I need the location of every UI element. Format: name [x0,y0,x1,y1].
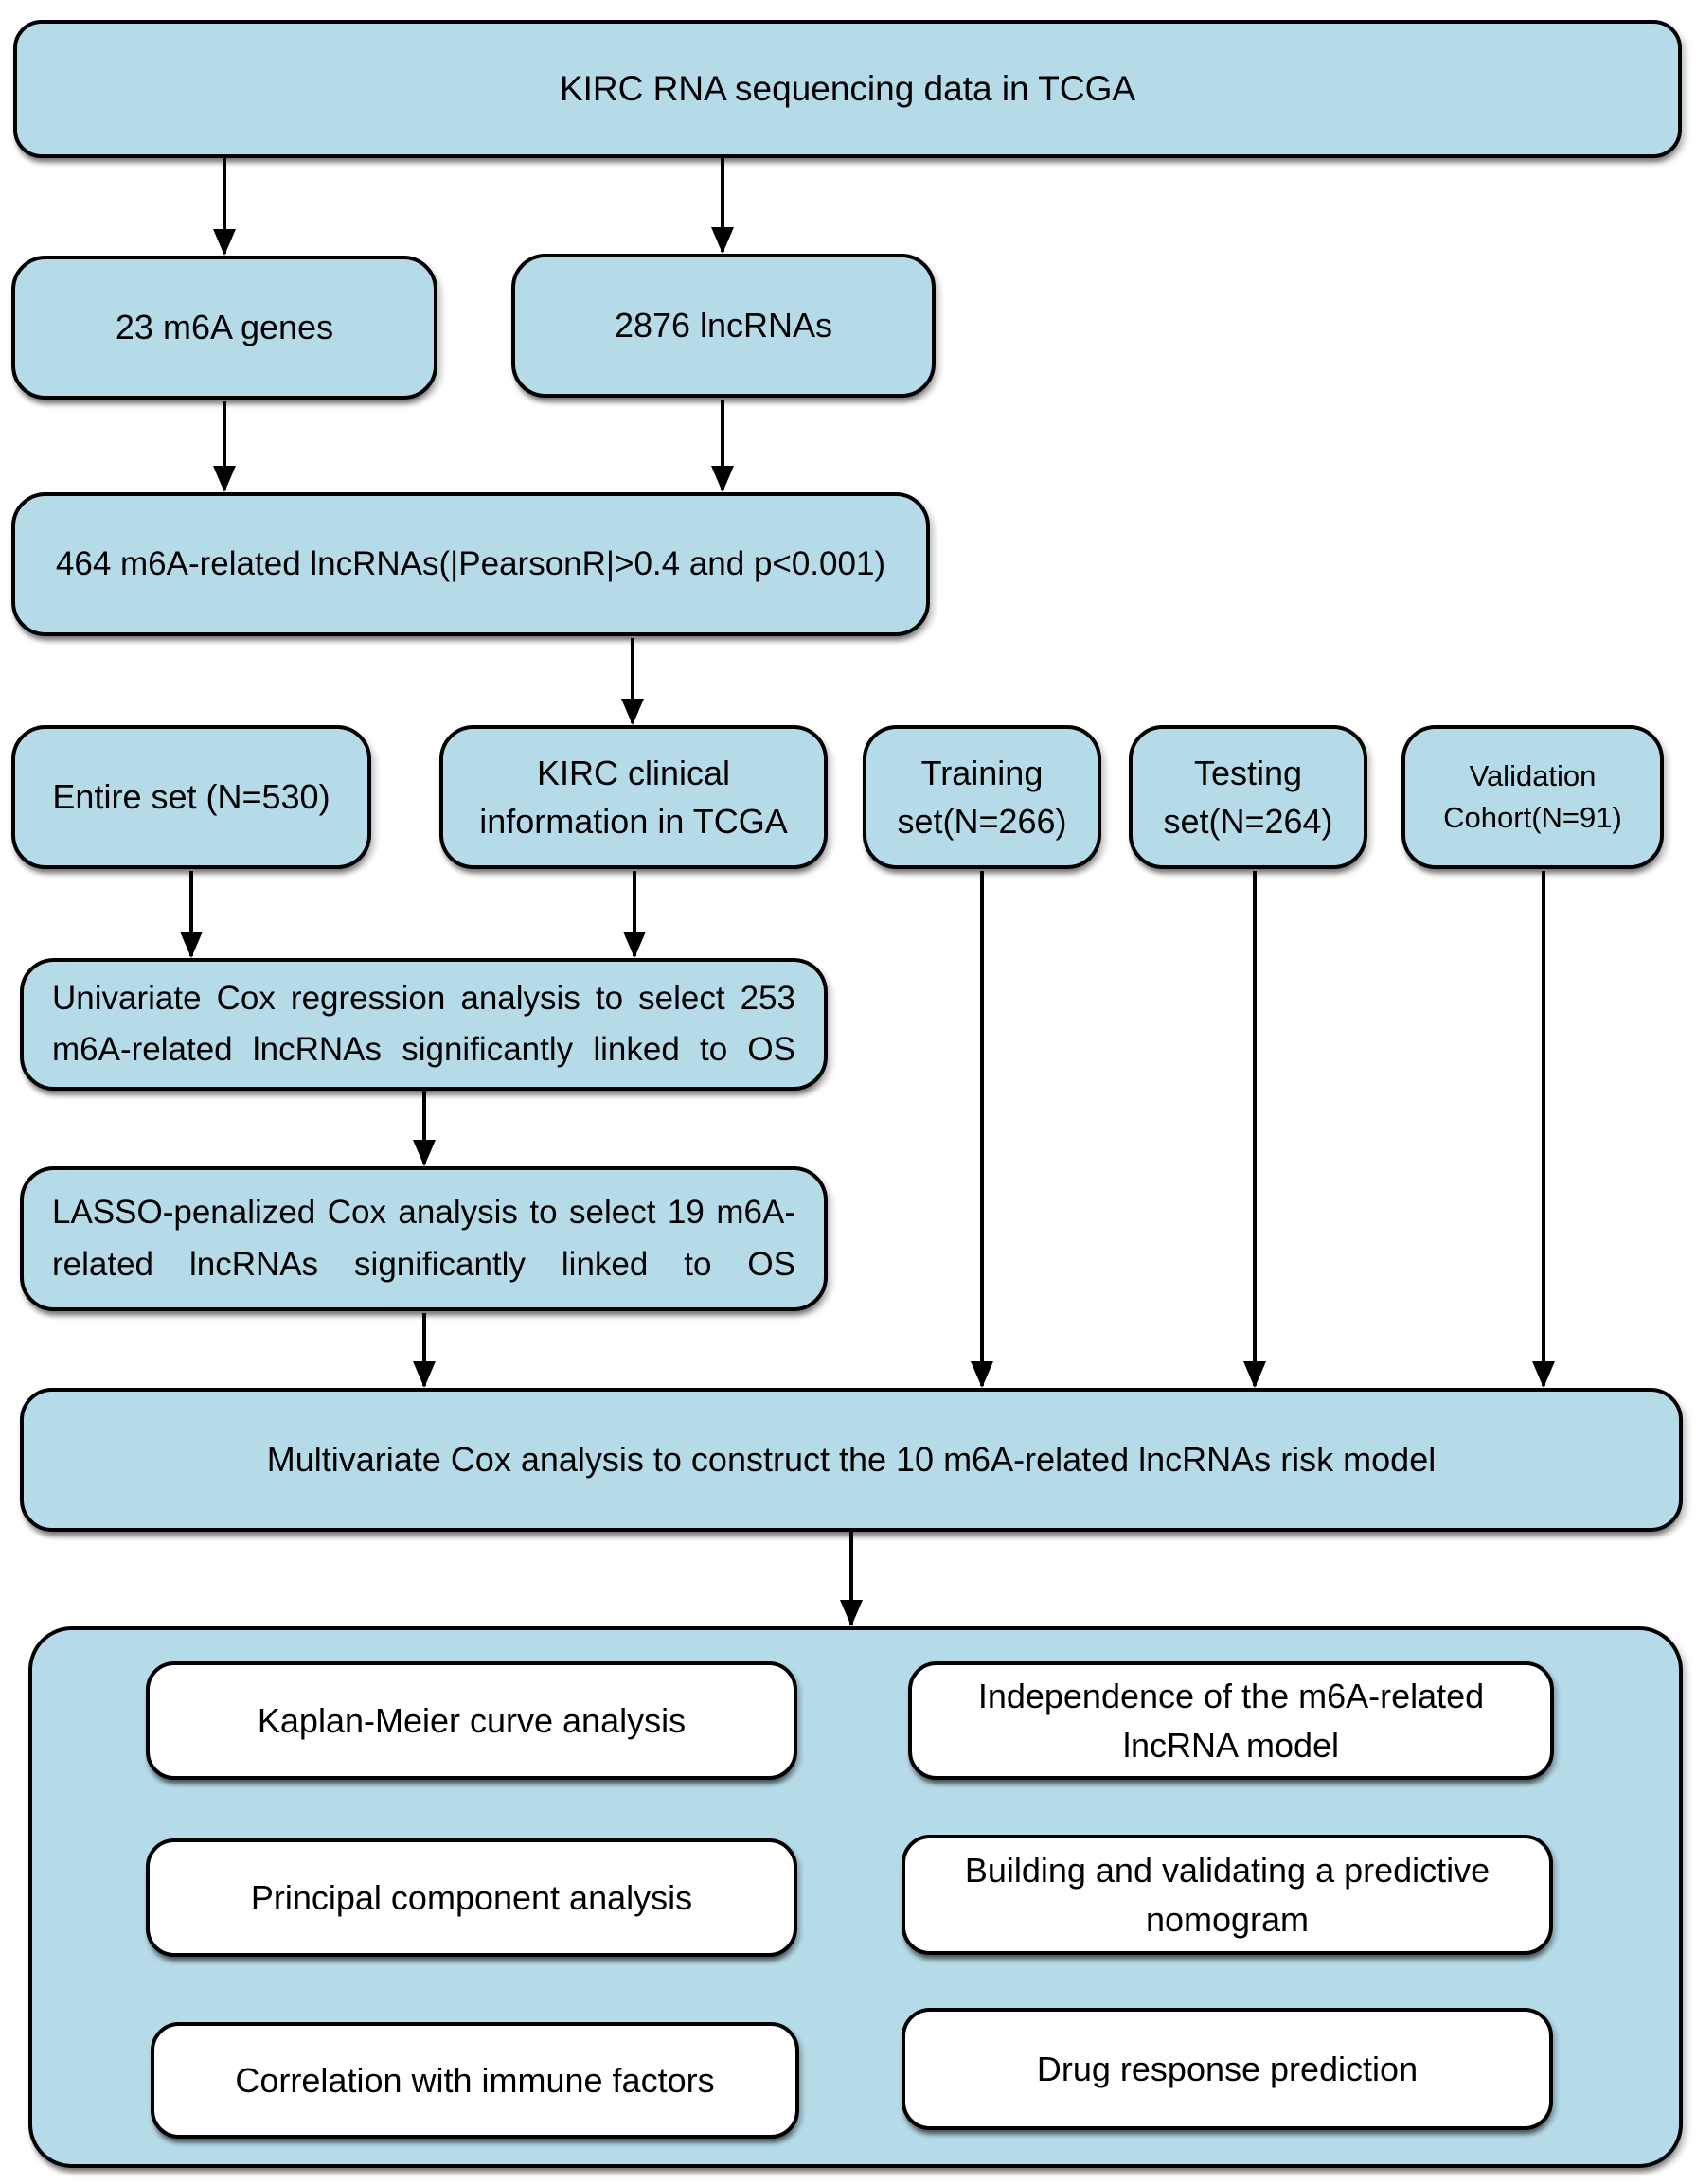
node-label: Kaplan-Meier curve analysis [257,1700,687,1740]
node-label: 23 m6A genes [115,308,334,347]
node-label: KIRC clinical information in TCGA [479,753,788,841]
node-multivariate-cox: Multivariate Cox analysis to construct t… [20,1388,1683,1532]
node-label: Correlation with immune factors [235,2060,715,2100]
node-label: Training set(N=266) [897,753,1067,841]
node-kirc-rna-sequencing: KIRC RNA sequencing data in TCGA [13,20,1682,158]
node-univariate-cox: Univariate Cox regression analysis to se… [20,958,828,1091]
node-label: Validation Cohort(N=91) [1443,758,1622,834]
node-m6a-related-lncrnas: 464 m6A-related lncRNAs(|PearsonR|>0.4 a… [11,492,930,636]
node-kaplan-meier: Kaplan-Meier curve analysis [146,1661,797,1780]
node-drug-response: Drug response prediction [902,2008,1553,2130]
results-container: Kaplan-Meier curve analysis Independence… [28,1626,1683,2168]
node-validation-cohort: Validation Cohort(N=91) [1401,725,1664,869]
node-label: Building and validating a predictive nom… [964,1851,1491,1939]
node-label: 464 m6A-related lncRNAs(|PearsonR|>0.4 a… [55,545,886,583]
node-label: Multivariate Cox analysis to construct t… [266,1440,1437,1480]
node-nomogram: Building and validating a predictive nom… [902,1835,1553,1955]
node-kirc-clinical-info: KIRC clinical information in TCGA [439,725,828,869]
node-m6a-genes: 23 m6A genes [11,256,437,400]
node-training-set: Training set(N=266) [863,725,1101,869]
node-immune-correlation: Correlation with immune factors [151,2022,799,2139]
node-label: Univariate Cox regression analysis to se… [52,979,795,1068]
node-lasso-cox: LASSO-penalized Cox analysis to select 1… [20,1166,828,1311]
node-label: Principal component analysis [250,1877,693,1917]
node-pca: Principal component analysis [146,1838,797,1957]
node-independence: Independence of the m6A-related lncRNA m… [908,1661,1554,1780]
node-label: 2876 lncRNAs [614,306,833,346]
node-label: Independence of the m6A-related lncRNA m… [977,1677,1485,1765]
node-label: Entire set (N=530) [52,777,330,817]
node-testing-set: Testing set(N=264) [1129,725,1367,869]
node-label: LASSO-penalized Cox analysis to select 1… [52,1194,795,1283]
node-label: Testing set(N=264) [1163,753,1333,841]
node-entire-set: Entire set (N=530) [11,725,371,869]
node-label: KIRC RNA sequencing data in TCGA [559,68,1136,108]
node-label: Drug response prediction [1036,2049,1419,2088]
node-lncrnas: 2876 lncRNAs [511,254,936,398]
